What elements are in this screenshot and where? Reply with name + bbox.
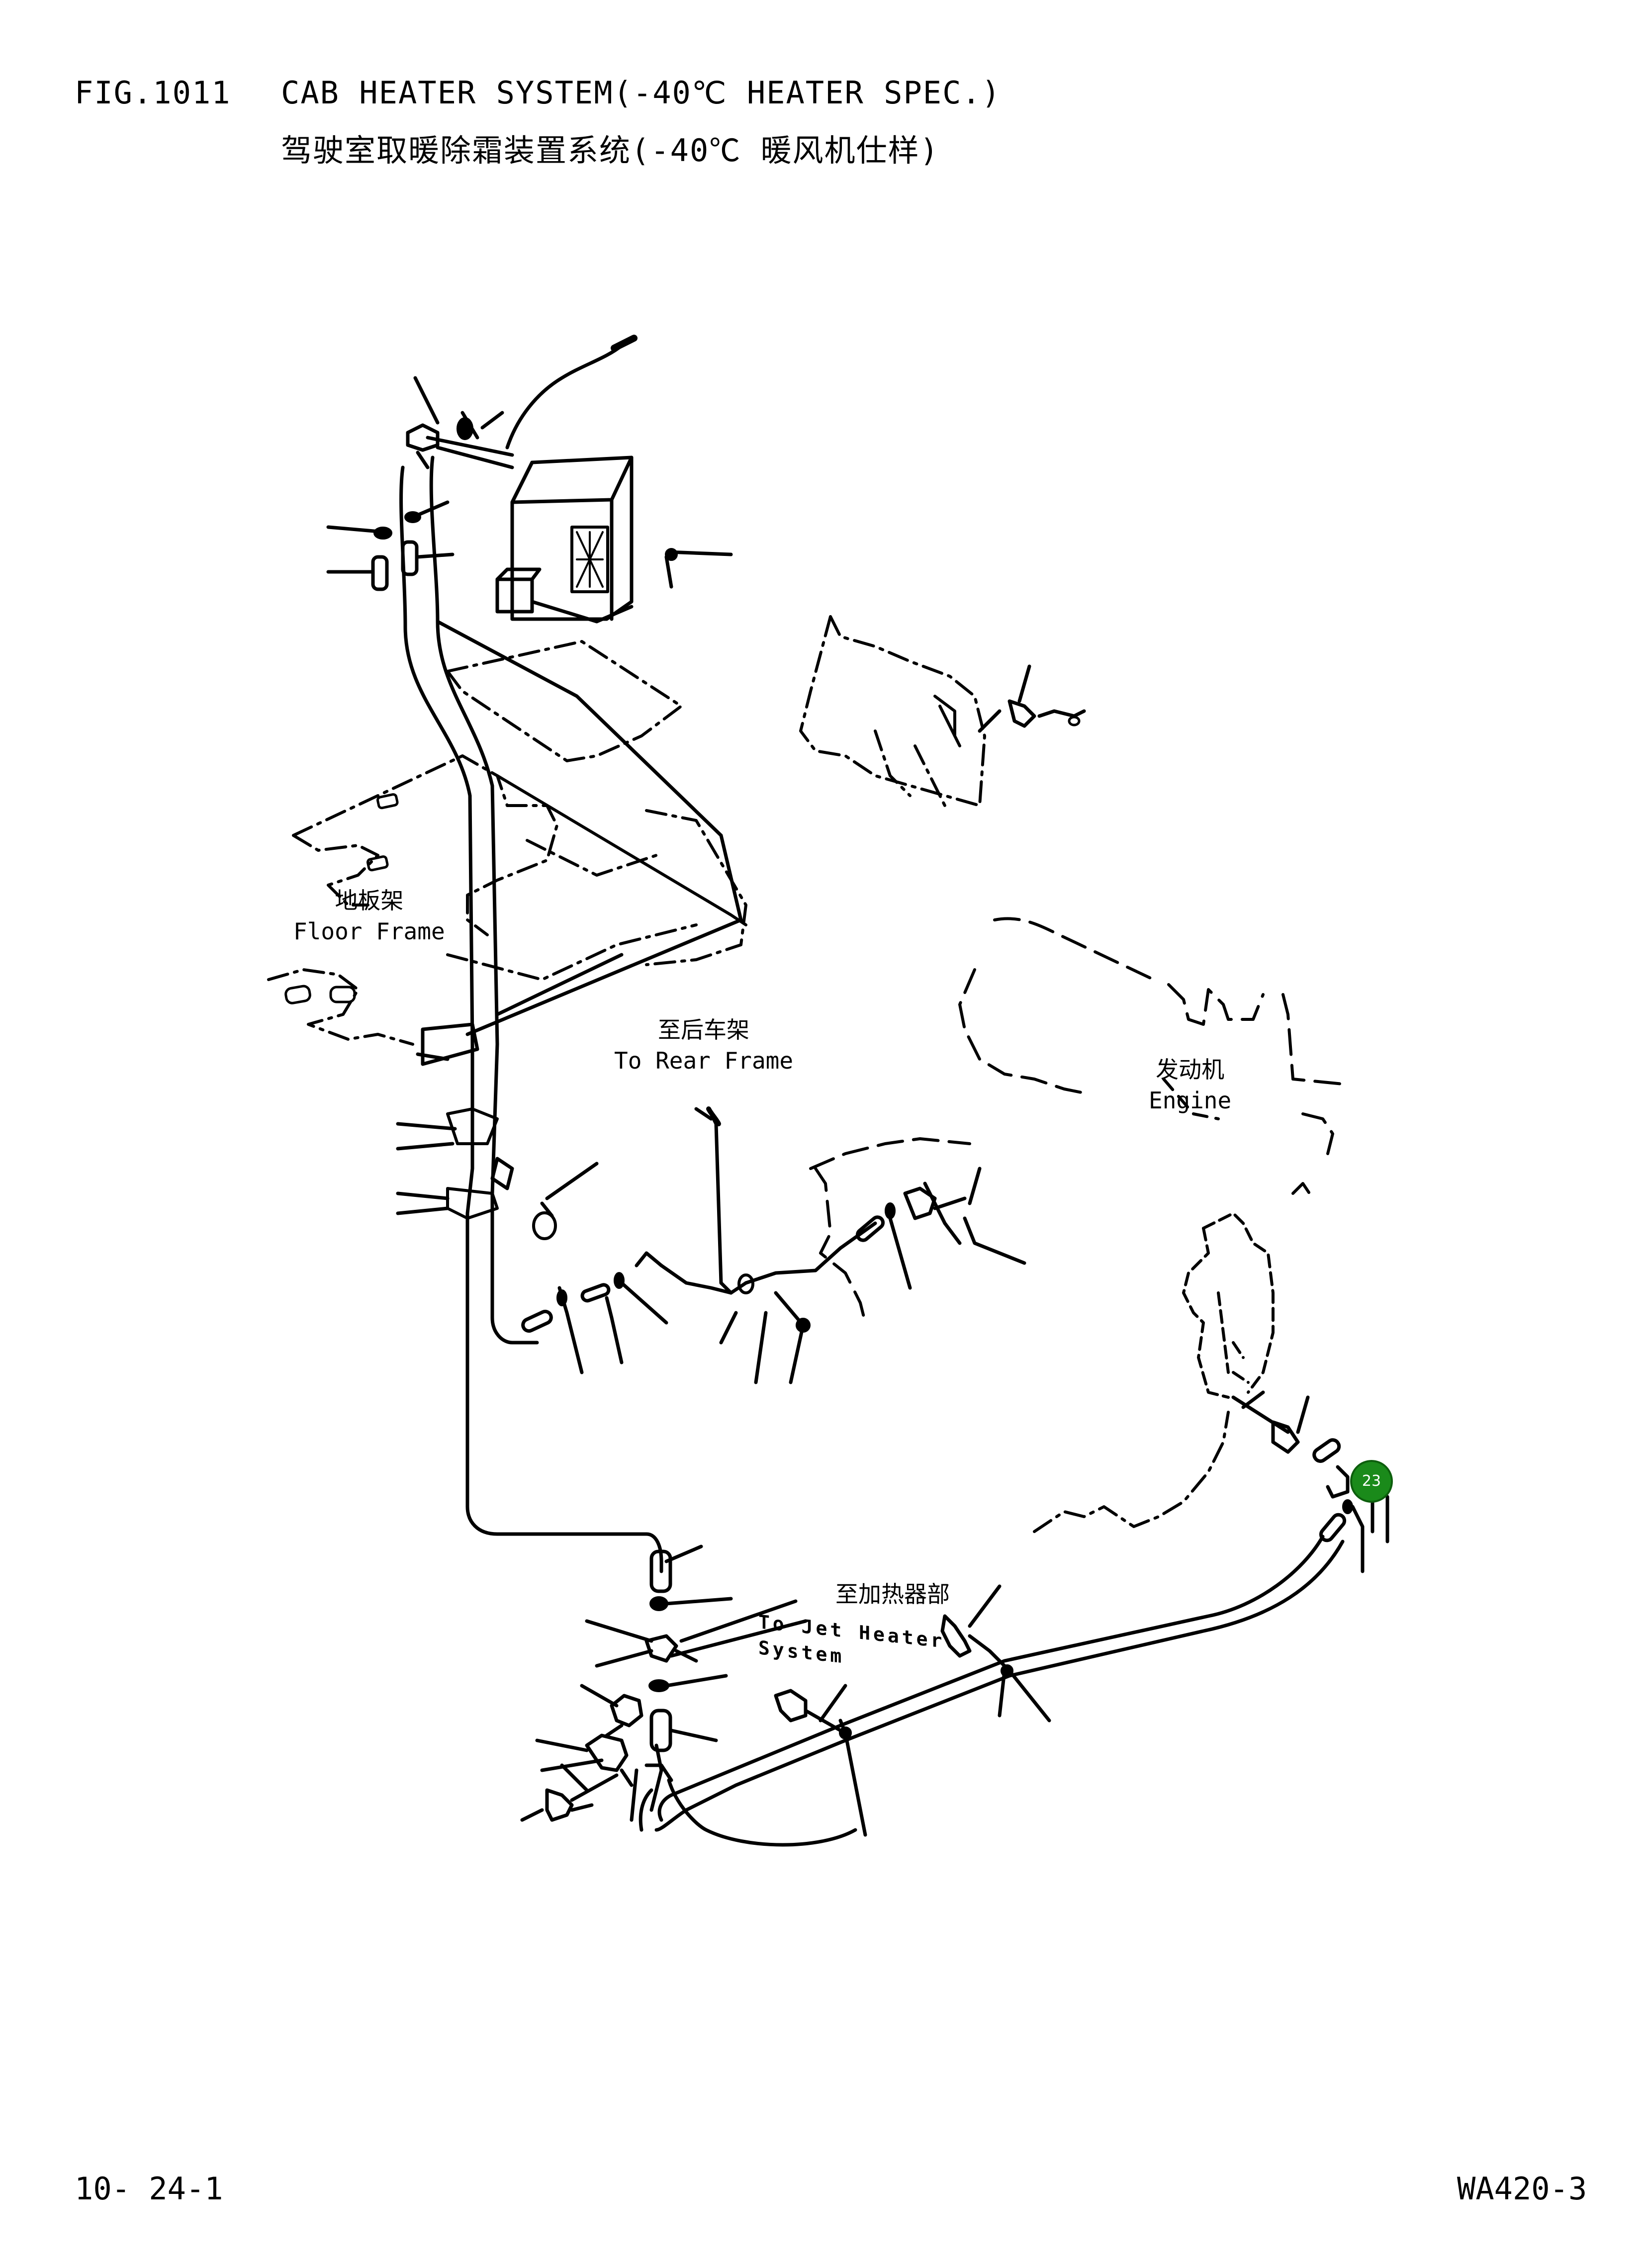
supply-hoses: [399, 455, 663, 1563]
label-floor-frame-cn: 地板架: [335, 887, 404, 914]
label-engine: 发动机 Engine: [1149, 1054, 1231, 1116]
label-floor-frame-en: Floor Frame: [293, 918, 445, 945]
figure-number: FIG.1011: [75, 75, 231, 111]
right-fittings: [1231, 1390, 1389, 1573]
figure-title-english: CAB HEATER SYSTEM(-40℃ HEATER SPEC.): [281, 75, 1002, 111]
jet-heater-fittings: [774, 1584, 1011, 1732]
hose-clamps-left: [396, 1022, 599, 1240]
label-engine-en: Engine: [1149, 1087, 1232, 1114]
label-engine-cn: 发动机: [1156, 1056, 1225, 1083]
engine-outline: [809, 917, 1344, 1324]
page-number: 10- 24-1: [75, 2171, 223, 2207]
label-rear-frame: 至后车架 To Rear Frame: [614, 1014, 793, 1076]
return-hoses-lower: [654, 1535, 1345, 1837]
figure-title-chinese: 驾驶室取暖除霜装置系统(-40℃ 暖风机仕样): [281, 132, 939, 169]
floor-frame-outline: [267, 640, 747, 1046]
mid-hose-fittings: [521, 1107, 1026, 1384]
part-callout-23[interactable]: 23: [1350, 1460, 1393, 1503]
top-cable: [505, 344, 624, 450]
upper-left-fittings: [326, 376, 733, 591]
rear-frame-leader: [694, 1107, 713, 1121]
label-floor-frame: 地板架 Floor Frame: [293, 885, 445, 947]
upper-right-component-outline: [799, 615, 986, 807]
machine-model: WA420-3: [1457, 2171, 1587, 2207]
far-left-lower-fittings: [520, 1684, 643, 1822]
engine-lower-outline: [1033, 1411, 1230, 1533]
heater-unit: [495, 455, 634, 624]
left-lower-fittings: [585, 1544, 857, 1847]
label-rear-frame-cn: 至后车架: [658, 1016, 750, 1043]
label-rear-frame-en: To Rear Frame: [614, 1047, 794, 1074]
engine-side-bracket: [1182, 1212, 1275, 1399]
label-jet-heater-cn: 至加热器部: [835, 1581, 950, 1608]
